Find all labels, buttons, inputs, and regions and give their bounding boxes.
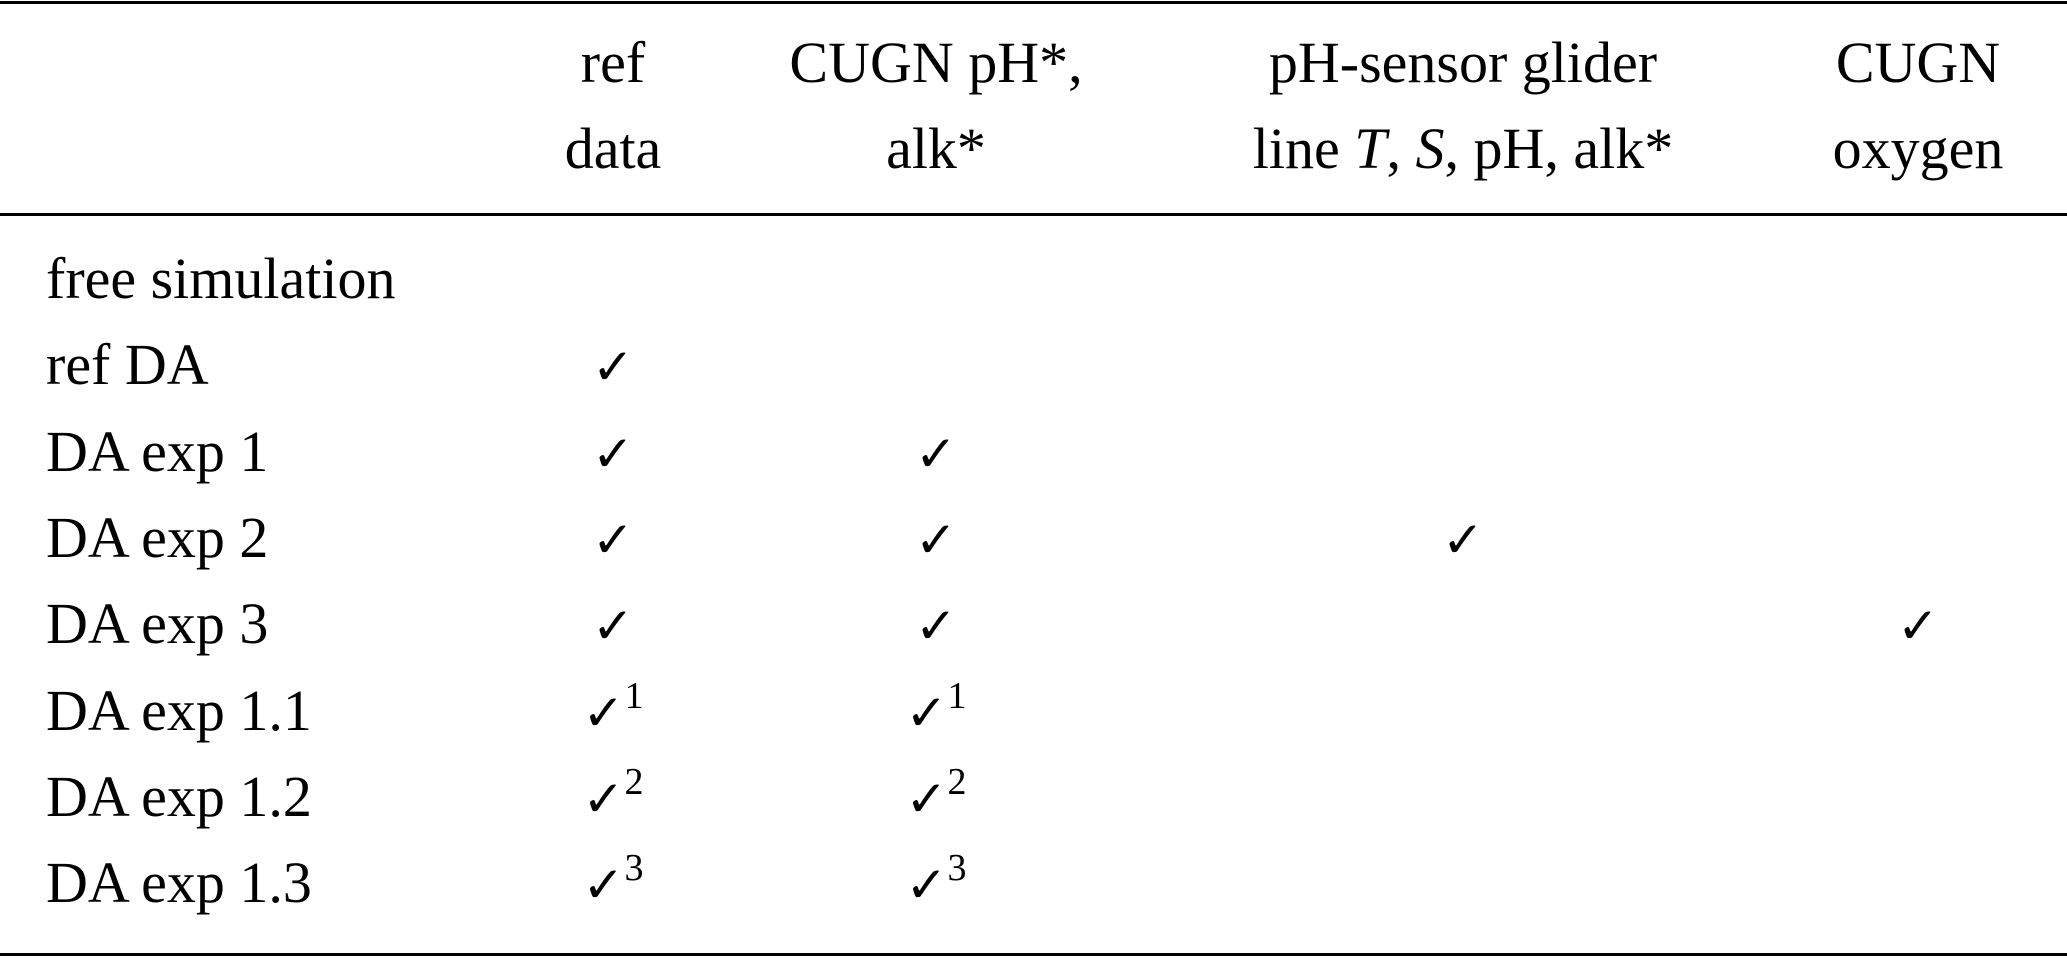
check-cell: ✓ <box>592 409 634 497</box>
row-label: DA exp 1.2 <box>46 763 312 829</box>
header-line: alk* <box>886 116 986 181</box>
checkmark-icon: ✓ <box>915 510 957 569</box>
table-row: DA exp 1.3✓3✓3 <box>0 840 2067 926</box>
check-cell: ✓1 <box>583 668 644 761</box>
checkmark-icon: ✓ <box>905 769 948 828</box>
table-row: DA exp 2 ✓ ✓ ✓ <box>0 495 2067 581</box>
bottom-rule <box>0 953 2067 956</box>
footnote-marker: 2 <box>947 760 967 803</box>
row-label: DA exp 1 <box>46 418 269 484</box>
table-row: free simulation <box>0 236 2067 322</box>
text: , <box>1386 116 1416 181</box>
row-label: DA exp 2 <box>46 504 269 570</box>
row-label: ref DA <box>46 332 209 398</box>
col-header-ref-data: ref data <box>565 20 662 192</box>
check-cell: ✓ <box>592 495 634 583</box>
table-row: DA exp 1 ✓ ✓ <box>0 409 2067 495</box>
row-label: DA exp 1.3 <box>46 850 312 916</box>
checkmark-icon: ✓ <box>592 338 634 397</box>
check-cell: ✓1 <box>906 668 967 761</box>
table-row: DA exp 3 ✓ ✓ ✓ <box>0 581 2067 667</box>
footnote-marker: 2 <box>624 760 644 803</box>
text: line <box>1252 116 1355 181</box>
row-label: DA exp 3 <box>46 591 269 657</box>
check-cell: ✓3 <box>906 840 967 933</box>
checkmark-icon: ✓ <box>905 856 948 915</box>
table-row: DA exp 1.2✓2✓2 <box>0 754 2067 840</box>
col-header-ph-sensor-glider: pH-sensor glider line T, S, pH, alk* <box>1253 20 1674 192</box>
checkmark-icon: ✓ <box>592 424 634 483</box>
footnote-marker: 1 <box>947 674 967 717</box>
footnote-marker: 3 <box>947 847 967 890</box>
header-line: pH-sensor glider <box>1268 30 1658 95</box>
checkmark-icon: ✓ <box>915 597 957 656</box>
text: , pH, alk* <box>1444 116 1674 181</box>
check-cell: ✓ <box>592 581 634 669</box>
checkmark-icon: ✓ <box>1897 597 1939 656</box>
col-header-cugn-oxygen: CUGN oxygen <box>1833 20 2004 192</box>
checkmark-icon: ✓ <box>1442 510 1484 569</box>
checkmark-icon: ✓ <box>905 683 948 742</box>
header-line: CUGN <box>1835 30 2001 95</box>
check-cell: ✓3 <box>583 840 644 933</box>
check-cell: ✓2 <box>583 754 644 847</box>
top-rule <box>0 1 2067 4</box>
row-label: DA exp 1.1 <box>46 677 312 743</box>
table-row: ref DA ✓ <box>0 322 2067 408</box>
checkmark-icon: ✓ <box>592 597 634 656</box>
check-cell: ✓ <box>1442 495 1484 583</box>
table-row: DA exp 1.1✓1✓1 <box>0 668 2067 754</box>
col-header-cugn-ph-alk: CUGN pH*, alk* <box>789 20 1082 192</box>
header-rule <box>0 213 2067 216</box>
header-line: ref <box>580 30 646 95</box>
check-cell: ✓2 <box>906 754 967 847</box>
header-line: line T, S, pH, alk* <box>1253 106 1674 192</box>
header-line: oxygen <box>1832 116 2004 181</box>
footnote-marker: 3 <box>624 847 644 890</box>
check-cell: ✓ <box>592 322 634 410</box>
header-line: CUGN pH*, <box>789 30 1083 95</box>
check-cell: ✓ <box>1897 581 1939 669</box>
text: T <box>1354 116 1387 181</box>
header-line: data <box>564 116 662 181</box>
text: S <box>1415 116 1445 181</box>
checkmark-icon: ✓ <box>582 856 625 915</box>
checkmark-icon: ✓ <box>915 424 957 483</box>
check-cell: ✓ <box>915 581 957 669</box>
check-cell: ✓ <box>915 495 957 583</box>
check-cell: ✓ <box>915 409 957 497</box>
checkmark-icon: ✓ <box>582 769 625 828</box>
row-label: free simulation <box>46 246 396 311</box>
footnote-marker: 1 <box>624 674 644 717</box>
checkmark-icon: ✓ <box>592 510 634 569</box>
checkmark-icon: ✓ <box>582 683 625 742</box>
